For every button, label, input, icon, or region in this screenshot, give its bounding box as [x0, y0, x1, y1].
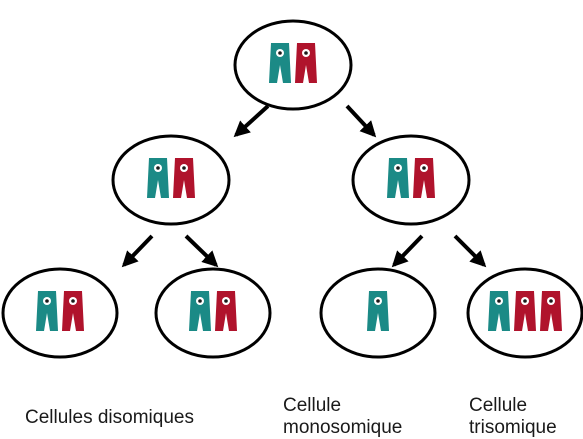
monosomic-caption-line1: Cellule: [283, 395, 342, 416]
division-arrow: [453, 234, 487, 268]
monosomic-caption: Cellule monosomique: [283, 395, 402, 439]
disomic-caption: Cellules disomiques: [25, 407, 194, 429]
chromosome-icon: [514, 291, 536, 331]
division-arrow: [345, 104, 377, 138]
cell-gamete-1: [1, 267, 119, 359]
chromosome-icon: [62, 291, 84, 331]
cell-daughter-left: [111, 134, 231, 226]
cell-daughter-right: [351, 134, 471, 226]
chromosome-icon: [215, 291, 237, 331]
chromosome-icon: [413, 158, 435, 198]
cell-membrane: [351, 134, 471, 226]
cell-membrane: [1, 267, 119, 359]
cell-membrane: [111, 134, 231, 226]
monosomic-caption-line2: monosomique: [283, 417, 403, 438]
chromosome-icon: [173, 158, 195, 198]
chromosome-icon: [295, 43, 317, 83]
chromosome-icon: [147, 158, 169, 198]
cell-membrane: [154, 267, 272, 359]
cells-layer: [1, 19, 583, 359]
chromosome-icon: [488, 291, 510, 331]
arrows-layer: [121, 104, 487, 268]
cell-gamete-4: [466, 267, 583, 359]
cell-membrane: [233, 19, 353, 111]
cell-gamete-2: [154, 267, 272, 359]
chromosome-icon: [387, 158, 409, 198]
chromosome-icon: [269, 43, 291, 83]
division-arrow: [233, 104, 270, 138]
chromosome-icon: [36, 291, 58, 331]
chromosome-icon: [367, 291, 389, 331]
division-arrow: [184, 234, 219, 268]
cell-parent: [233, 19, 353, 111]
division-arrow: [121, 234, 154, 268]
cell-gamete-3: [319, 267, 437, 359]
trisomic-caption: Cellule trisomique: [469, 395, 557, 439]
chromosome-icon: [189, 291, 211, 331]
chromosome-icon: [540, 291, 562, 331]
disomic-caption-text: Cellules disomiques: [25, 407, 194, 428]
division-arrow: [391, 234, 424, 268]
trisomic-caption-line1: Cellule: [469, 395, 528, 416]
trisomic-caption-line2: trisomique: [469, 417, 557, 438]
